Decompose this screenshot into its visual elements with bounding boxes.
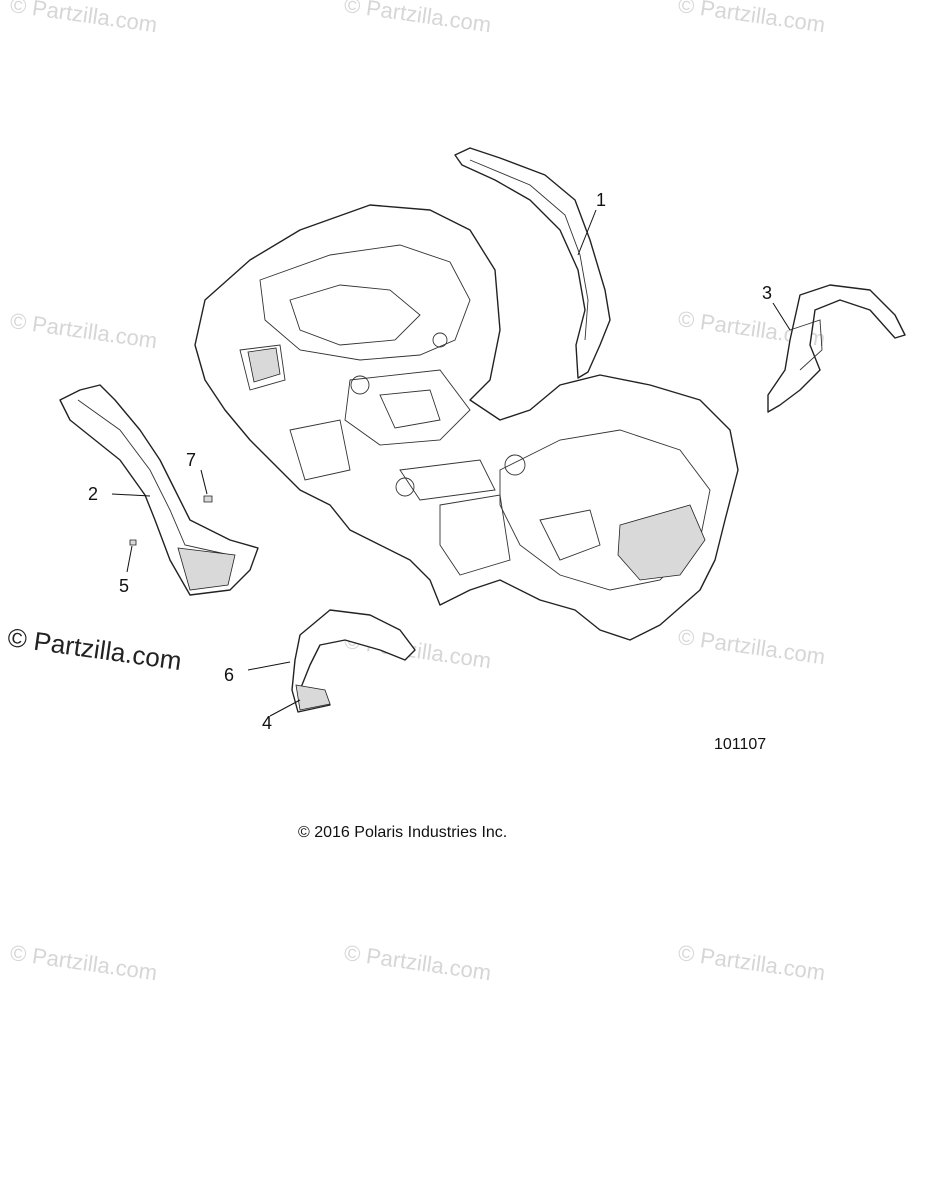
part-2-side-panel (59, 384, 259, 596)
part-1-side-panel (454, 147, 611, 379)
callout-7: 7 (186, 450, 197, 470)
figure-number: 101107 (714, 736, 767, 753)
part-7-fastener (203, 495, 213, 503)
body-panel-assembly (194, 204, 739, 641)
part-3-side-panel (767, 284, 906, 413)
part-4-fender (291, 609, 416, 713)
callout-3: 3 (762, 283, 773, 303)
callout-6: 6 (224, 665, 235, 685)
callout-5: 5 (119, 576, 130, 596)
copyright-text: © 2016 Polaris Industries Inc. (298, 824, 508, 841)
callout-4: 4 (262, 713, 273, 733)
part-5-fastener (129, 539, 137, 546)
callout-2: 2 (88, 484, 99, 504)
callout-1: 1 (596, 190, 607, 210)
